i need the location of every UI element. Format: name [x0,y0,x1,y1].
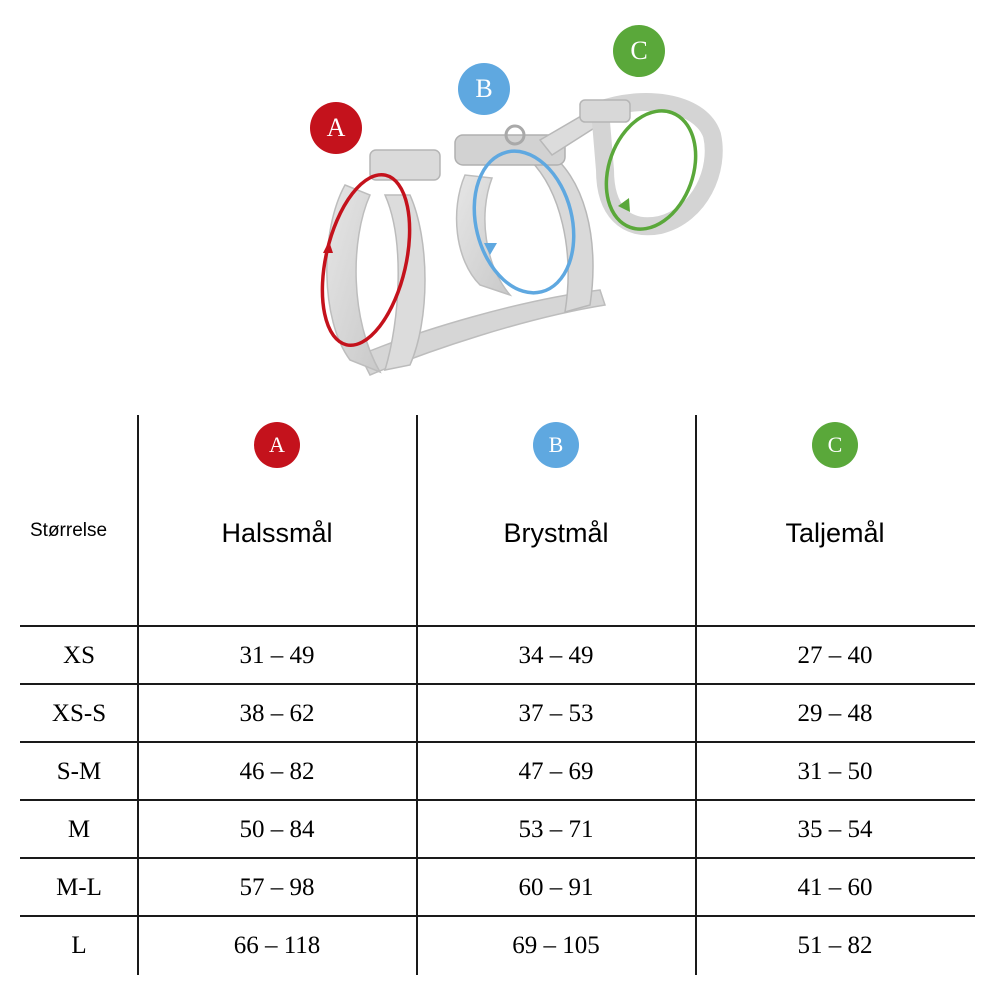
chest-cell: 34 – 49 [518,642,594,669]
chest-cell: 37 – 53 [518,700,594,727]
harness-neck-buckle [369,149,441,181]
harness-chest-loop [455,174,513,297]
neck-column-header: Halssmål [221,518,333,548]
badge-a-illustration: A [310,102,362,154]
size-cell: L [71,932,87,959]
table-rule-5 [20,915,975,917]
table-divider-2 [416,415,418,975]
neck-cell: 31 – 49 [239,642,315,669]
size-cell: XS [63,642,95,669]
table-rule-1 [20,683,975,685]
table-row: M 50 – 84 53 – 71 35 – 54 [0,801,1000,859]
table-rule-3 [20,799,975,801]
badge-a-header: A [254,422,300,468]
chest-cell: 69 – 105 [512,932,600,959]
table-rule-4 [20,857,975,859]
neck-measure-arrow [323,241,333,253]
table-divider-3 [695,415,697,975]
chest-measure-loop [472,149,576,295]
neck-cell: 46 – 82 [239,758,315,785]
waist-cell: 29 – 48 [797,700,873,727]
table-divider-1 [137,415,139,975]
table-row: M-L 57 – 98 60 – 91 41 – 60 [0,859,1000,917]
neck-cell: 50 – 84 [239,816,315,843]
harness-illustration [320,93,723,376]
chest-cell: 60 – 91 [518,874,594,901]
waist-cell: 35 – 54 [797,816,873,843]
waist-cell: 41 – 60 [797,874,873,901]
harness-waist-loop [590,93,723,236]
chest-cell: 53 – 71 [518,816,594,843]
table-rule-header [20,625,975,627]
badge-c-illustration: C [613,25,665,77]
neck-cell: 38 – 62 [239,700,315,727]
size-cell: XS-S [51,700,107,727]
neck-cell: 66 – 118 [233,932,321,959]
harness-neck-pad [383,194,426,371]
table-row: XS-S 38 – 62 37 – 53 29 – 48 [0,685,1000,743]
badge-c-header: C [812,422,858,468]
size-cell: M [67,816,91,843]
table-row: XS 31 – 49 34 – 49 27 – 40 [0,627,1000,685]
chest-measure-arrow [484,243,497,255]
size-column-header: Størrelse [30,520,108,541]
table-row: L 66 – 118 69 – 105 51 – 82 [0,917,1000,975]
waist-cell: 31 – 50 [797,758,873,785]
waist-measure-loop [604,109,698,231]
harness-chest-pad [528,149,594,314]
harness-belly-strap [358,289,606,376]
chest-cell: 47 – 69 [518,758,594,785]
waist-cell: 51 – 82 [797,932,873,959]
size-cell: S-M [56,758,102,785]
chest-column-header: Brystmål [503,518,609,548]
badge-b-illustration: B [458,63,510,115]
badge-b-header: B [533,422,579,468]
waist-cell: 27 – 40 [797,642,873,669]
harness-waist-buckle [579,99,631,123]
table-row: S-M 46 – 82 47 – 69 31 – 50 [0,743,1000,801]
table-rule-2 [20,741,975,743]
size-cell: M-L [56,874,102,901]
harness-d-ring [504,124,526,146]
neck-cell: 57 – 98 [239,874,315,901]
waist-column-header: Taljemål [785,518,885,548]
waist-measure-arrow [618,198,630,212]
